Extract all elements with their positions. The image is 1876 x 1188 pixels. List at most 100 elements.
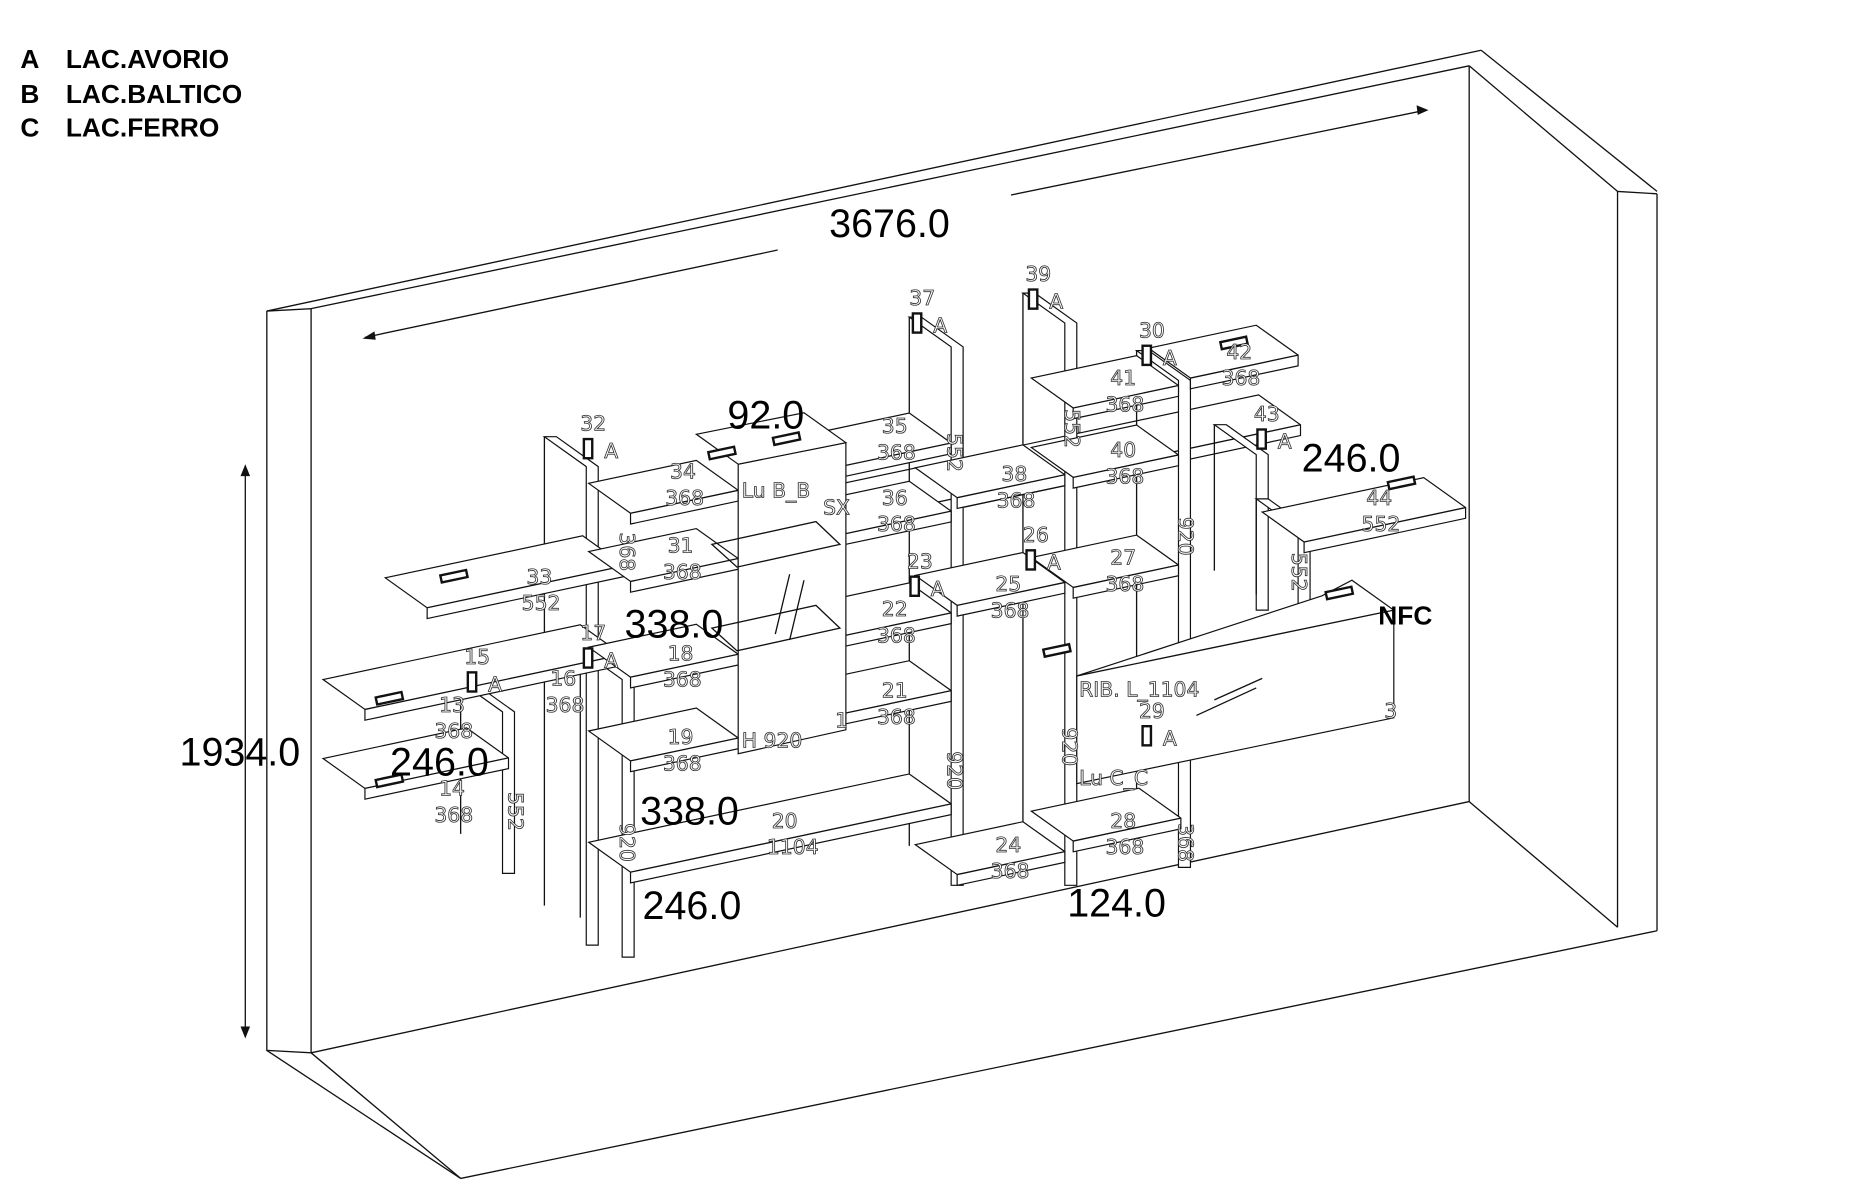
shelf-length: 368: [997, 488, 1036, 512]
shelf-38-edge: [957, 474, 1065, 499]
shelf-35-edge: [845, 442, 952, 467]
panel-number: 15: [464, 645, 490, 669]
dimension-value: 246.0: [642, 884, 741, 928]
shelf-number: 13: [439, 693, 465, 717]
dimension-value: 246.0: [390, 740, 489, 784]
shelf-28-edge: [1073, 817, 1182, 842]
panel-finish-code: A: [488, 673, 502, 697]
shelf-number: 20: [772, 809, 798, 833]
panel-marker-icon: [582, 647, 594, 669]
tv-panel-29: [1076, 579, 1395, 785]
hanger-bracket-icon: [1041, 642, 1072, 659]
shelf-number: 36: [882, 486, 908, 510]
shelf-number: 18: [668, 641, 694, 665]
shelf-length: 368: [1222, 366, 1261, 390]
shelf-length: 368: [1105, 464, 1144, 488]
shelf-number: 34: [670, 460, 696, 484]
glass-hatch: [789, 580, 805, 641]
panel-finish-code: A: [1163, 726, 1177, 750]
shelf-27-edge: [1073, 564, 1179, 589]
panel-length: 552: [1287, 553, 1311, 592]
panel-number: 17: [580, 621, 606, 645]
panel-marker-icon: [1141, 725, 1153, 747]
glass-hatch: [774, 574, 791, 635]
panel-finish-code: A: [933, 314, 947, 338]
tv-glare: [1214, 677, 1263, 701]
shelf-length: 368: [877, 512, 916, 536]
shelf-41-edge: [1073, 384, 1179, 409]
panel-marker-icon: [911, 312, 923, 334]
legend-name-b: LAC.BALTICO: [66, 79, 242, 109]
tv-panel-edge: [1076, 609, 1394, 677]
dimension-value: 338.0: [640, 789, 739, 833]
shelf-number: 28: [1110, 809, 1136, 833]
shelf-number: 42: [1226, 340, 1252, 364]
hanger-bracket-icon: [374, 773, 405, 789]
panel-marker-icon: [1256, 428, 1268, 450]
shelf-34: [587, 459, 739, 525]
shelf-length: 368: [546, 693, 585, 717]
shelf-length: 368: [663, 668, 702, 692]
shelf-number: 38: [1001, 462, 1027, 486]
shelf-19-edge: [630, 737, 739, 762]
panel-length: 920: [615, 823, 639, 862]
dimension-lines: [240, 105, 1429, 1039]
legend: A LAC.AVORIO B LAC.BALTICO C LAC.FERRO: [20, 44, 242, 142]
panel-number: 29: [1139, 699, 1165, 723]
legend-code-b: B: [20, 79, 39, 109]
shelf-22-edge: [845, 612, 952, 636]
hanger-bracket-icon: [771, 430, 802, 447]
panel-marker-icon: [1141, 344, 1153, 367]
panel-length: 920: [943, 751, 967, 790]
shelf-34-edge: [630, 489, 739, 514]
panel-32: [542, 436, 599, 946]
legend-code-c: C: [20, 112, 39, 142]
shelf-length: 368: [663, 751, 702, 775]
panel-length: 552: [504, 792, 528, 831]
panel-number: 30: [1139, 318, 1165, 342]
shelf-33-edge: [427, 565, 625, 609]
tv-glare: [1196, 687, 1257, 717]
shelf-number: 40: [1110, 438, 1136, 462]
panel-finish-code: A: [1049, 290, 1063, 314]
shelf-number: 24: [995, 833, 1021, 857]
shelf-36-edge: [845, 510, 952, 535]
shelf-number: 27: [1110, 546, 1136, 570]
panel-length: 920: [1173, 517, 1197, 556]
legend-name-c: LAC.FERRO: [66, 112, 219, 142]
shelf-24-edge: [957, 850, 1065, 876]
hanger-bracket-icon: [438, 568, 469, 584]
shelf-21-edge: [845, 689, 952, 714]
dimension-value: 92.0: [727, 393, 804, 437]
shelf-number: 16: [550, 667, 576, 691]
shelf-31-edge: [630, 557, 739, 583]
shelf-number: 19: [668, 725, 694, 749]
nfc-label: NFC: [1378, 601, 1432, 631]
panel-finish-code: A: [604, 439, 618, 463]
panel-length: 368: [1173, 823, 1197, 862]
cabinet-height: H 920: [742, 729, 803, 753]
panel-length: 552: [1060, 409, 1084, 448]
shelf-length: 368: [665, 486, 704, 510]
dimension-value: 1934.0: [179, 731, 300, 775]
panel-number: 26: [1023, 523, 1049, 547]
shelf-number: 33: [526, 565, 552, 589]
shelf-length: 1104: [767, 835, 819, 859]
shelf-20-edge: [630, 803, 952, 873]
panel-number: 43: [1254, 402, 1280, 426]
shelf-length: 368: [663, 560, 702, 584]
panel-length: 920: [1057, 727, 1081, 766]
panel-number: 39: [1025, 262, 1051, 286]
shelf-length: 368: [1105, 572, 1144, 596]
dimension-value: 3676.0: [829, 202, 950, 246]
legend-name-a: LAC.AVORIO: [66, 44, 229, 74]
dimension-value: 338.0: [625, 603, 724, 647]
shelf-13-15-edge: [364, 654, 623, 711]
shelf-number: 22: [882, 597, 908, 621]
glass-shelf-lower: [710, 604, 842, 652]
dimension-value: 124.0: [1067, 881, 1166, 925]
panel-marker-icon: [582, 437, 594, 460]
shelf-length: 368: [877, 440, 916, 464]
panel-finish-code: A: [1163, 346, 1177, 370]
shelf-number: 21: [882, 678, 908, 702]
